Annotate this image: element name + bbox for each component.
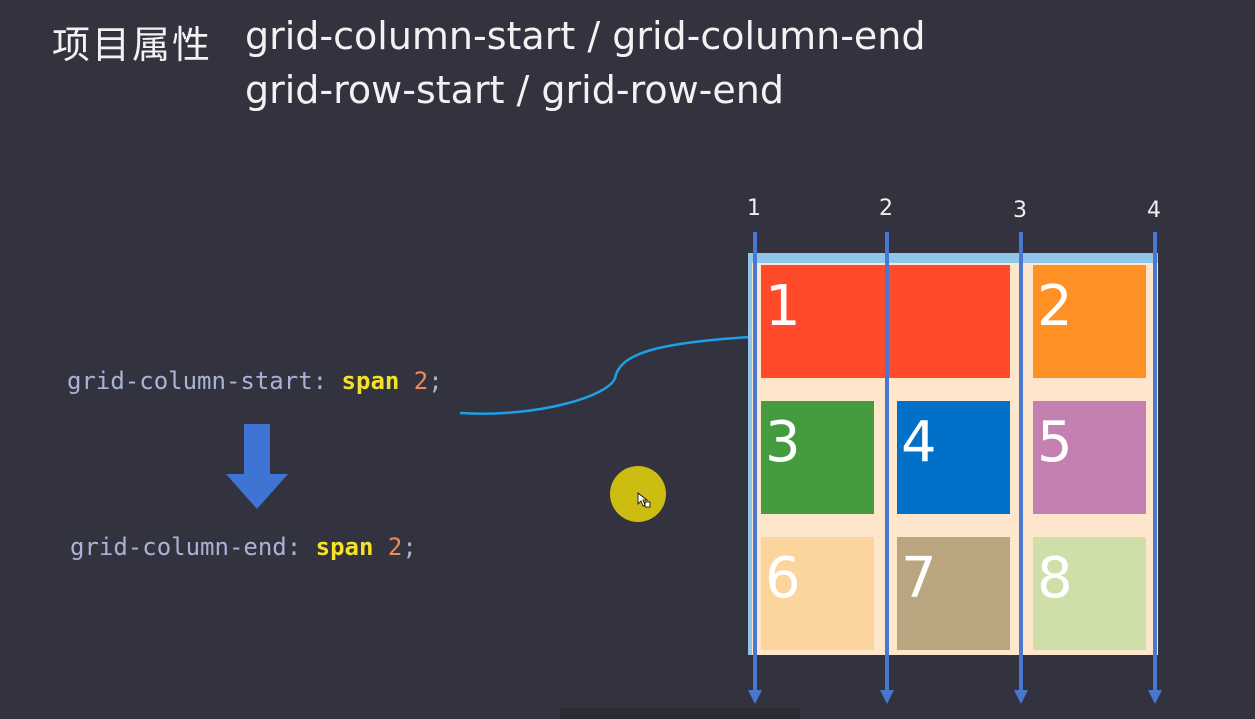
code-number: 2 [413, 367, 429, 395]
grid-cell-6: 6 [761, 537, 874, 650]
title-line-2: grid-row-start / grid-row-end [245, 68, 784, 112]
grid-line-number-3: 3 [1013, 198, 1027, 223]
down-arrow-icon [226, 424, 288, 509]
mouse-pointer-icon [637, 492, 651, 508]
grid-cell-2: 2 [1033, 265, 1146, 378]
code-grid-column-end: grid-column-end: span 2; [70, 533, 417, 561]
title-chinese: 项目属性 [52, 23, 213, 67]
grid-line-number-4: 4 [1147, 198, 1161, 223]
grid-cell-7: 7 [897, 537, 1010, 650]
code-keyword: span [341, 367, 400, 395]
grid-line-arrow-4 [1148, 232, 1162, 704]
code-semicolon: ; [428, 367, 443, 395]
code-prop: grid-column-start: [67, 367, 328, 395]
grid-cell-4: 4 [897, 401, 1010, 514]
title-line-1: grid-column-start / grid-column-end [245, 14, 926, 58]
code-keyword: span [315, 533, 374, 561]
player-toolbar[interactable] [560, 708, 800, 719]
code-semicolon: ; [402, 533, 417, 561]
code-prop: grid-column-end: [70, 533, 302, 561]
code-number: 2 [387, 533, 403, 561]
grid-line-arrow-2 [880, 232, 894, 704]
grid-line-arrow-3 [1014, 232, 1028, 704]
code-grid-column-start: grid-column-start: span 2; [67, 367, 443, 395]
grid-line-number-1: 1 [747, 196, 761, 221]
grid-line-arrow-1 [748, 232, 762, 704]
grid-cell-3: 3 [761, 401, 874, 514]
grid-line-number-2: 2 [879, 196, 893, 221]
grid-cell-8: 8 [1033, 537, 1146, 650]
grid-cell-5: 5 [1033, 401, 1146, 514]
